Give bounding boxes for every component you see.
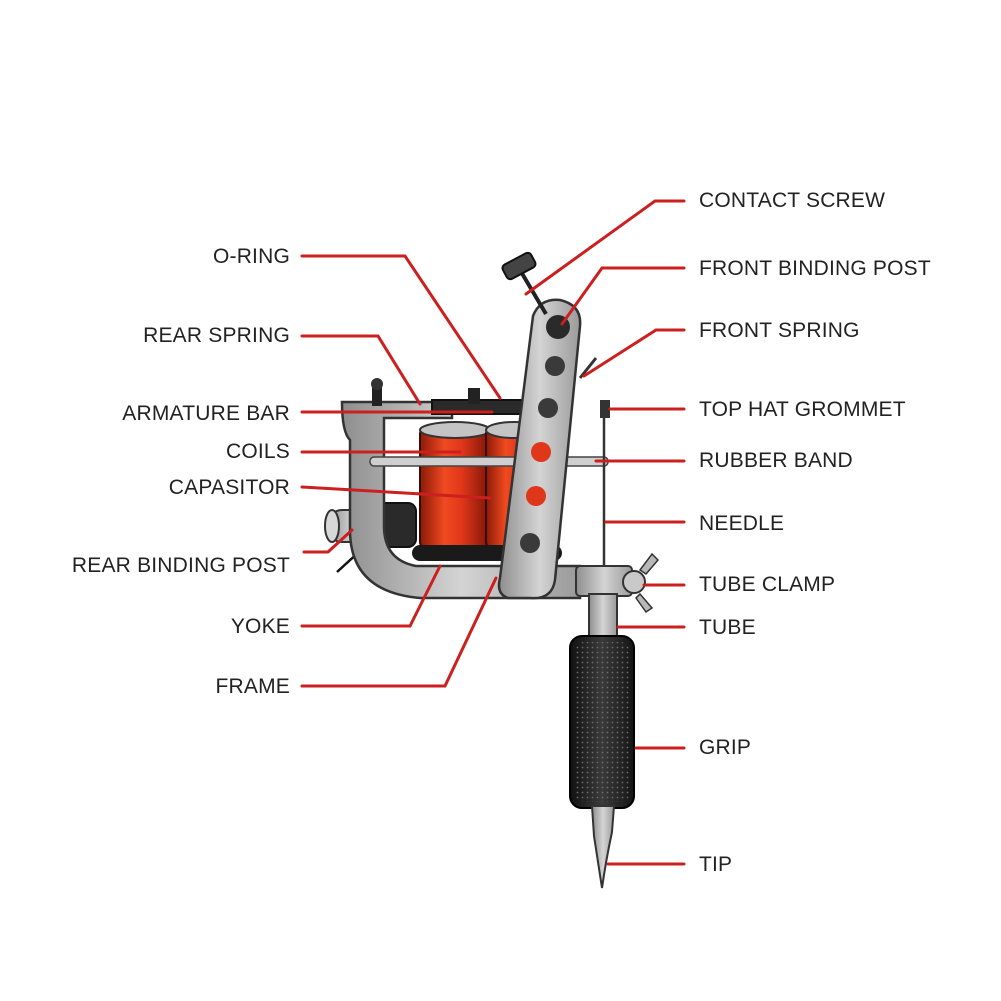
label-front-spring: FRONT SPRING — [699, 319, 860, 342]
leader-frame — [300, 576, 498, 688]
leader-lines — [300, 199, 686, 866]
label-tube: TUBE — [699, 616, 756, 639]
leader-capasitor — [300, 485, 492, 500]
rubber-band — [369, 456, 609, 467]
label-grip: GRIP — [699, 736, 752, 759]
needle — [600, 400, 610, 568]
front-spring — [578, 357, 598, 379]
leader-contact-screw — [524, 199, 686, 296]
label-rubber-band: RUBBER BAND — [699, 449, 853, 472]
label-contact-screw: CONTACT SCREW — [699, 189, 886, 212]
front-frame-upright — [497, 298, 582, 600]
tube-clamp — [575, 552, 660, 614]
label-rear-spring: REAR SPRING — [143, 324, 290, 347]
label-armature-bar: ARMATURE BAR — [122, 402, 290, 425]
label-needle: NEEDLE — [699, 512, 785, 535]
leader-rear-spring — [300, 334, 422, 406]
label-o-ring: O-RING — [212, 245, 290, 268]
label-rear-binding-post: REAR BINDING POST — [71, 554, 290, 577]
leader-front-spring — [582, 328, 686, 378]
label-capasitor: CAPASITOR — [168, 476, 290, 499]
label-tip: TIP — [699, 853, 733, 876]
leader-front-binding-post — [560, 266, 686, 326]
label-tube-clamp: TUBE CLAMP — [699, 573, 836, 596]
leader-o-ring — [300, 254, 502, 400]
leader-rear-binding-post — [302, 528, 354, 554]
leader-yoke — [300, 564, 442, 628]
label-top-hat-grommet: TOP HAT GROMMET — [699, 398, 906, 421]
label-frame: FRAME — [215, 675, 290, 698]
contact-screw — [501, 251, 548, 316]
grip — [569, 635, 635, 809]
label-coils: COILS — [225, 440, 290, 463]
tip — [590, 805, 616, 889]
label-yoke: YOKE — [230, 615, 290, 638]
label-front-binding-post: FRONT BINDING POST — [699, 257, 931, 280]
